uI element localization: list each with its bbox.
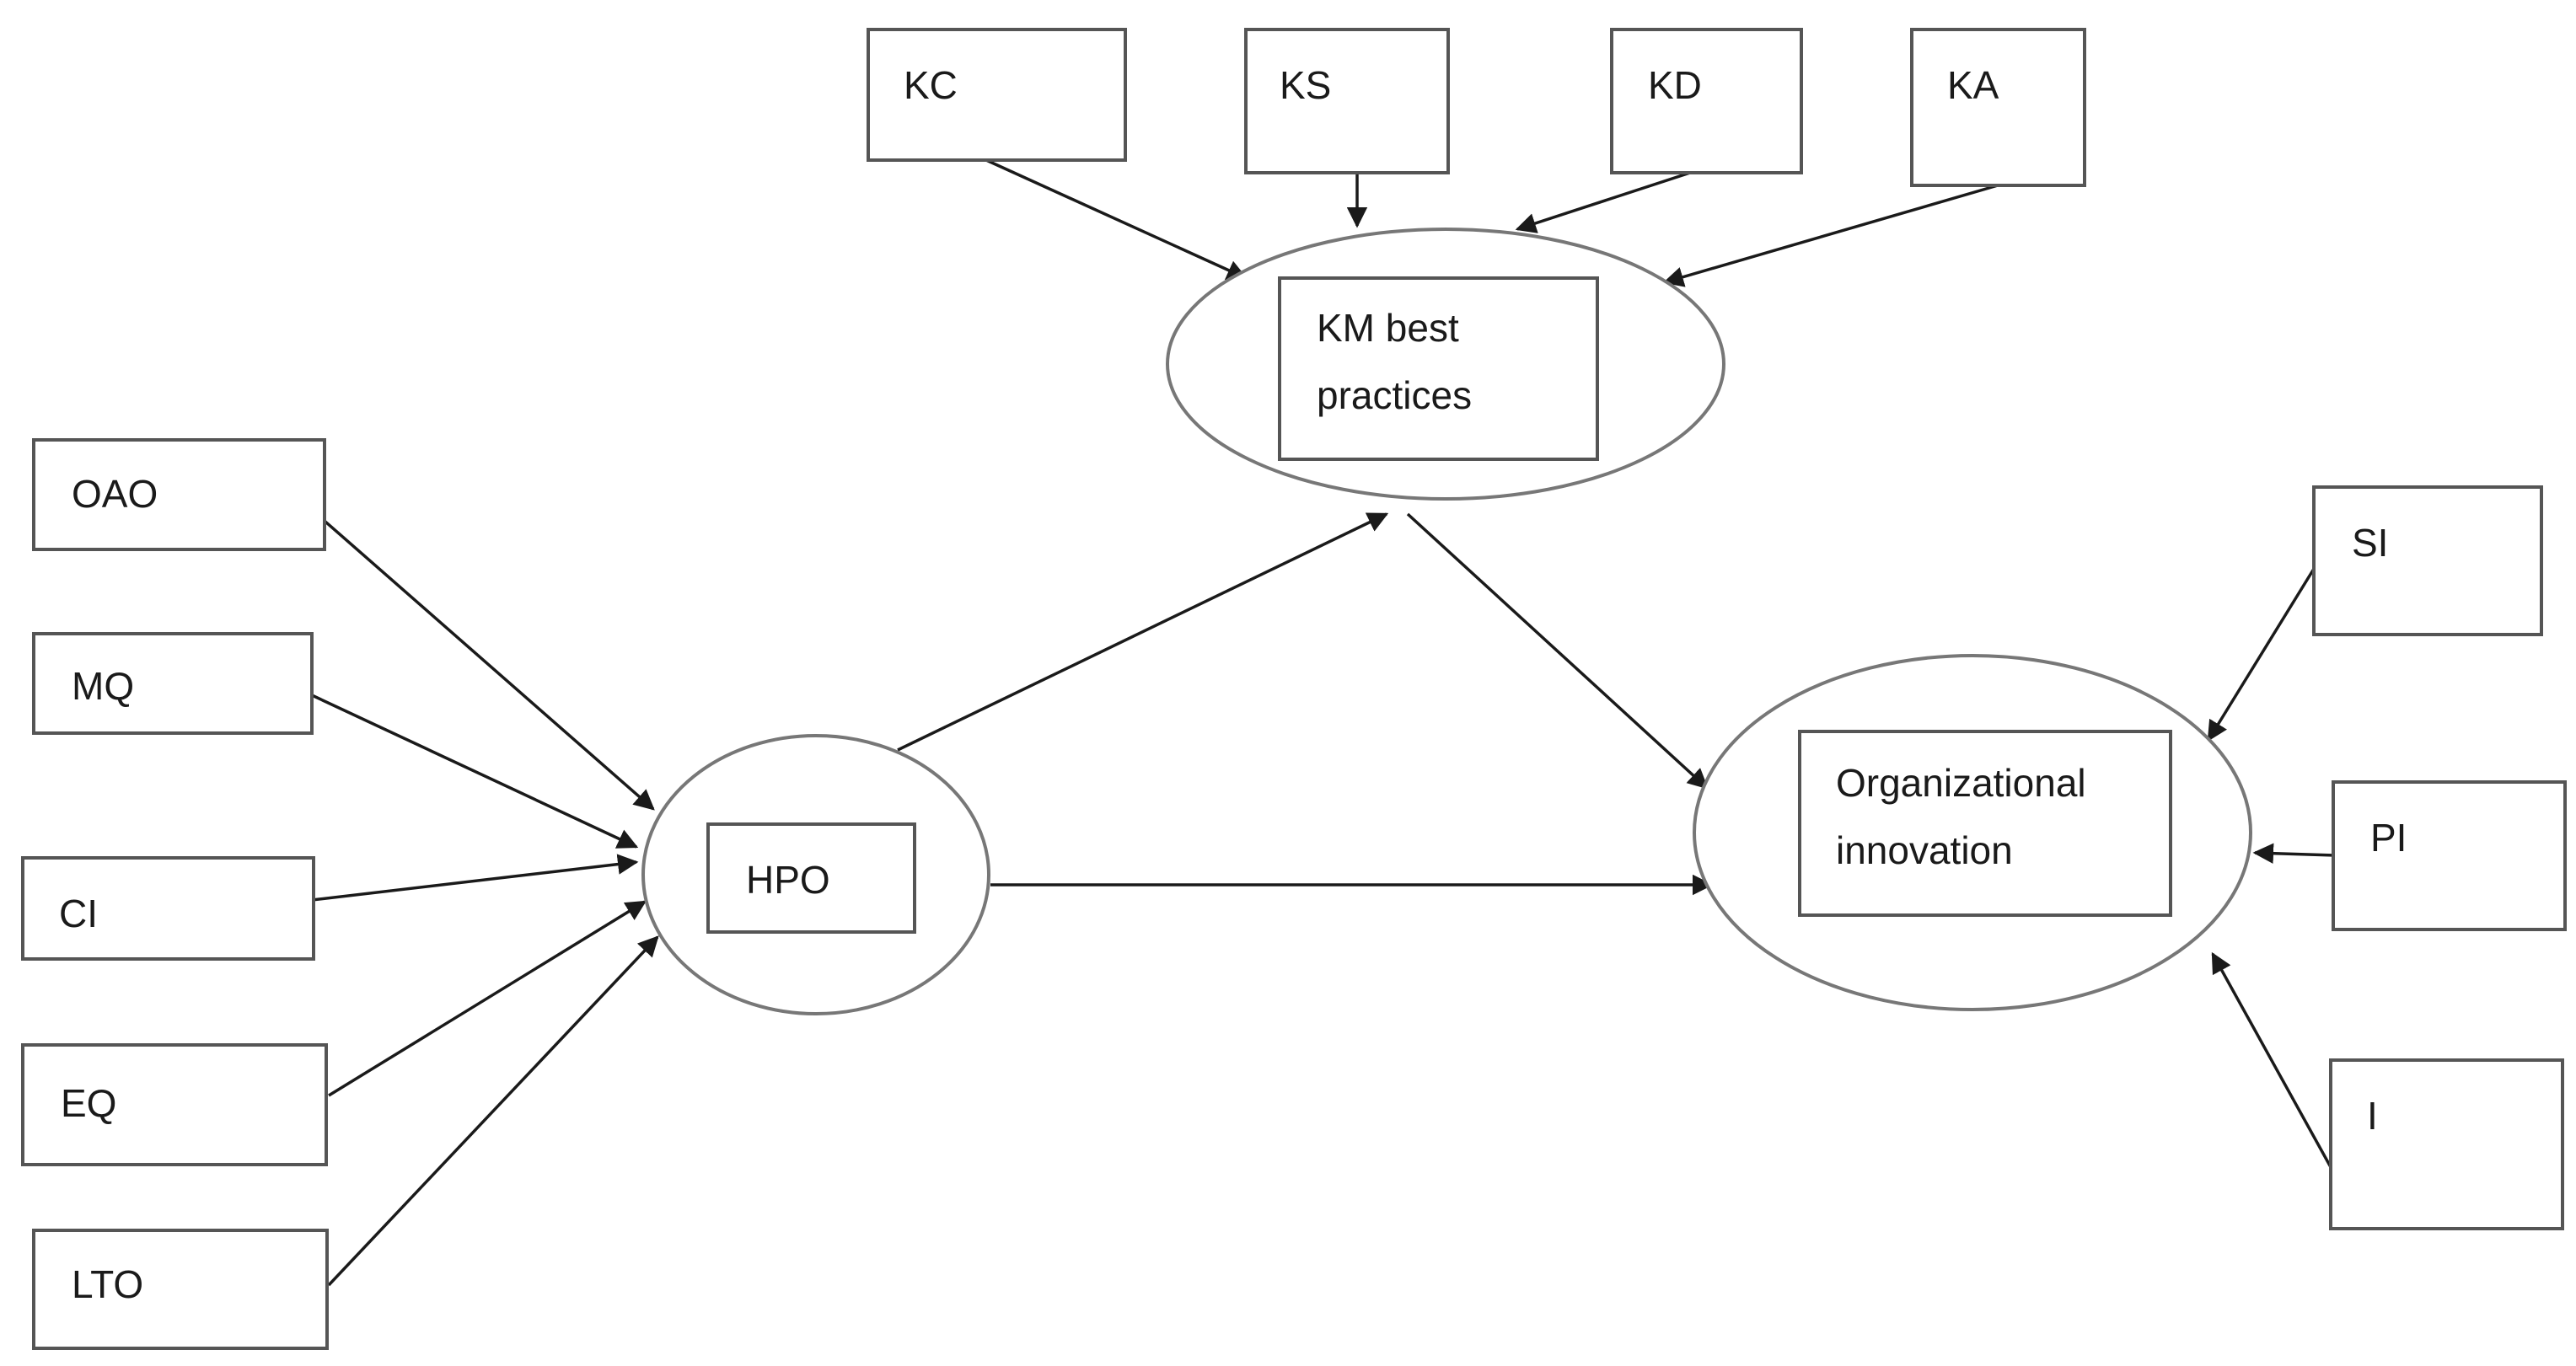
indicator-ci-label: CI (59, 892, 98, 935)
arrow-i-to-oi (2211, 951, 2332, 1168)
indicator-eq: EQ (21, 1043, 328, 1166)
indicator-i: I (2329, 1058, 2564, 1230)
arrow-pi-to-oi (2252, 843, 2336, 864)
indicator-kd: KD (1610, 28, 1803, 174)
indicator-si: SI (2312, 485, 2543, 636)
indicator-oao: OAO (32, 438, 326, 551)
construct-hpo-label: HPO (746, 858, 830, 902)
construct-km-label-line2: practices (1317, 373, 1472, 417)
arrow-kc-to-km (985, 158, 1248, 281)
indicator-ci: CI (21, 856, 315, 961)
construct-hpo: HPO (641, 734, 990, 1015)
indicator-ka-label: KA (1947, 63, 1999, 107)
indicator-i-label: I (2367, 1094, 2378, 1138)
indicator-pi-label: PI (2370, 816, 2407, 860)
indicator-lto: LTO (32, 1229, 329, 1350)
arrow-lto-to-hpo (327, 935, 659, 1287)
arrow-hpo-to-km (897, 512, 1389, 752)
construct-oi-label-line2: innovation (1836, 828, 2013, 872)
arrow-ka-to-km (1662, 184, 1999, 287)
indicator-si-label: SI (2352, 521, 2388, 565)
arrow-km-to-oi (1406, 512, 1709, 790)
construct-organizational-innovation: Organizational innovation (1693, 654, 2252, 1011)
indicator-lto-label: LTO (72, 1262, 143, 1306)
arrow-kd-to-km (1515, 171, 1691, 233)
indicator-ka: KA (1910, 28, 2086, 187)
indicator-kc-label: KC (904, 63, 958, 107)
arrow-mq-to-hpo (311, 694, 639, 849)
arrow-oao-to-hpo (310, 508, 655, 811)
arrow-ci-to-hpo (311, 854, 639, 902)
arrow-eq-to-hpo (328, 900, 647, 1097)
indicator-mq-label: MQ (72, 664, 134, 708)
indicator-ks-label: KS (1280, 63, 1331, 107)
indicator-eq-label: EQ (61, 1081, 116, 1125)
indicator-mq: MQ (32, 632, 314, 735)
indicator-kc: KC (867, 28, 1127, 162)
construct-oi-label-line1: Organizational (1836, 761, 2086, 805)
construct-km-label-line1: KM best (1317, 306, 1459, 350)
arrow-si-to-oi (2207, 568, 2316, 742)
indicator-kd-label: KD (1648, 63, 1702, 107)
indicator-pi: PI (2332, 780, 2567, 931)
construct-km-best-practices: KM best practices (1166, 228, 1725, 501)
indicator-oao-label: OAO (72, 472, 158, 516)
indicator-ks: KS (1244, 28, 1450, 174)
